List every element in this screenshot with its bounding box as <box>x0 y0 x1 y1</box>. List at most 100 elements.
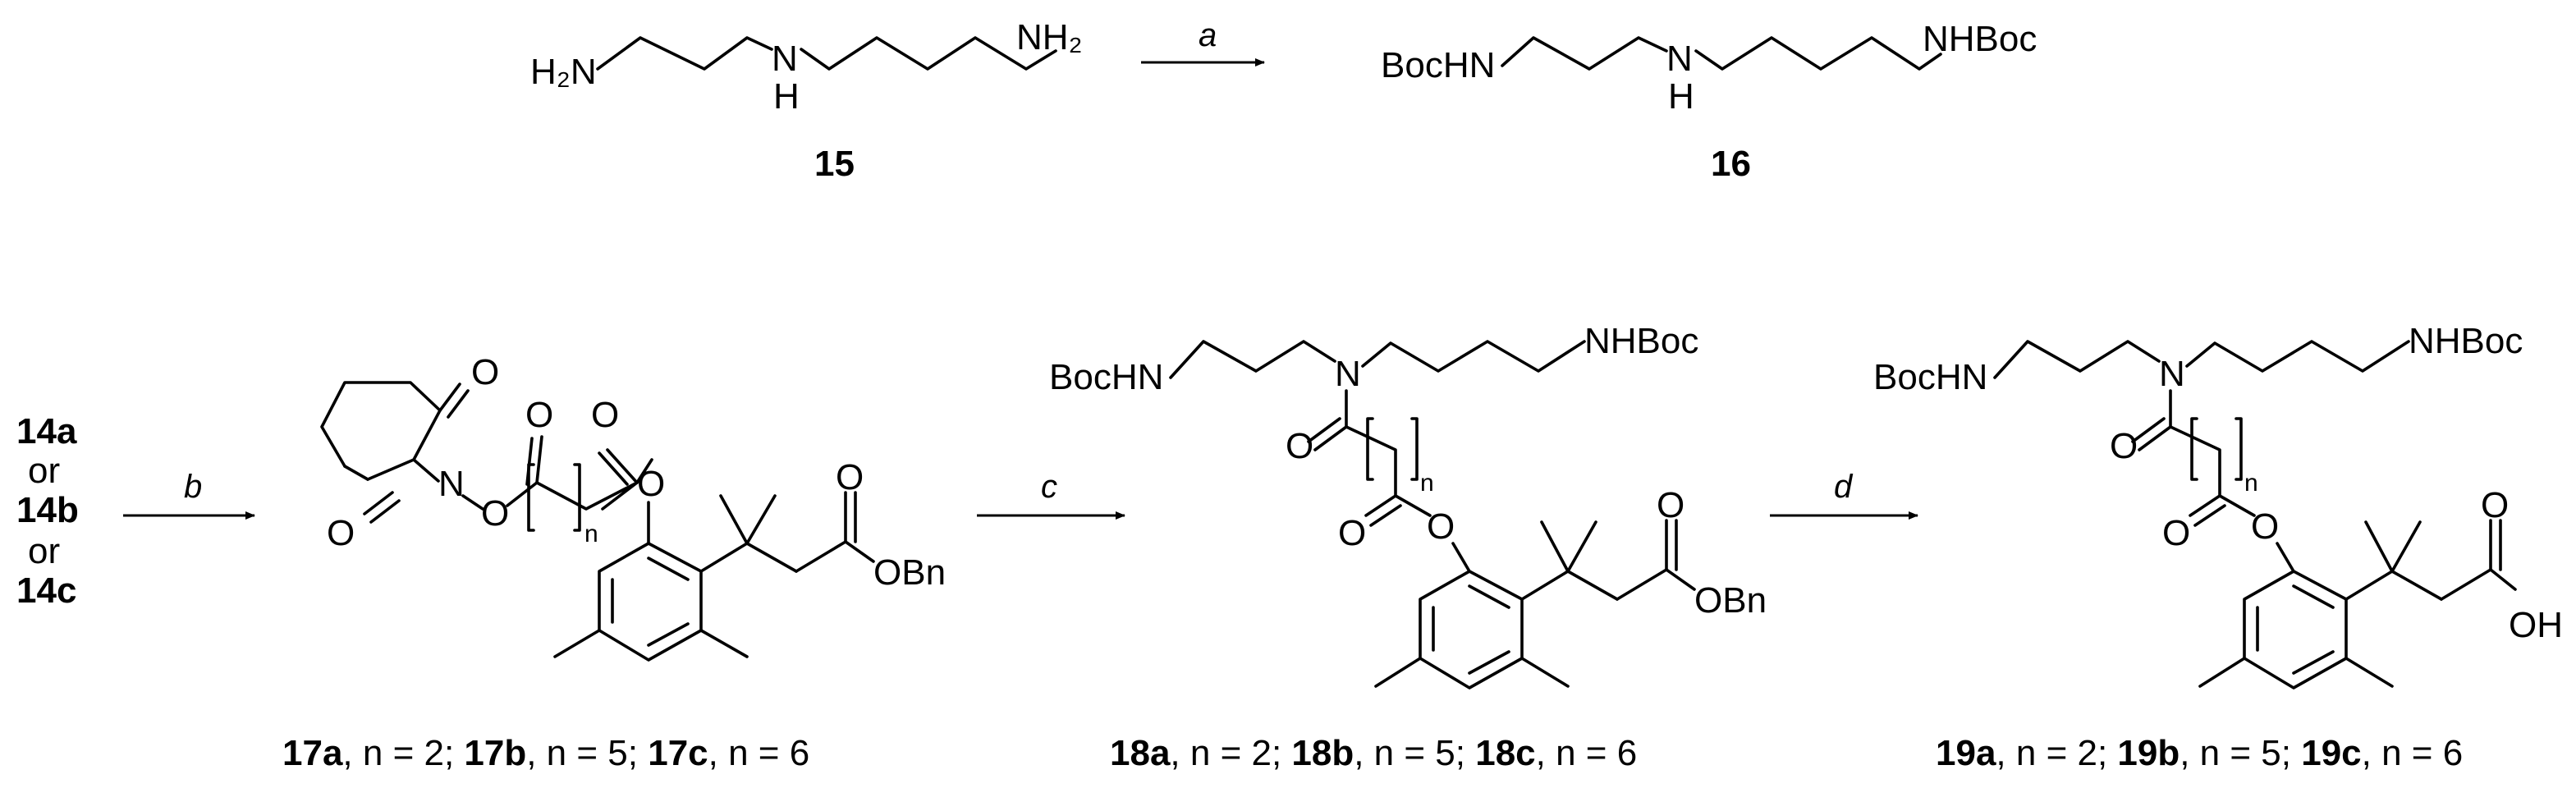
caption-19-part-2: 19b <box>2117 733 2180 773</box>
atom-bochn-19: BocHN <box>1873 357 1987 397</box>
caption-18-text: 18a, n = 2; 18b, n = 5; 18c, n = 6 <box>1110 733 1637 773</box>
atom-h-amine: H <box>773 76 800 117</box>
bonds-butyl <box>800 36 1057 71</box>
caption-18-part-4: 18c <box>1475 733 1535 773</box>
caption-17: 17a, n = 2; 17b, n = 5; 17c, n = 6 <box>282 733 809 773</box>
atom-o-carbonyl-18: O <box>1338 513 1366 553</box>
bonds-butyl-19 <box>2185 340 2410 373</box>
caption-19-part-3: , n = 5; <box>2180 733 2301 773</box>
compound-16: BocHN N H NHBoc 16 <box>1381 19 2037 184</box>
bracket-left-18 <box>1366 417 1374 481</box>
label-14b: 14b <box>16 490 79 530</box>
caption-19-text: 19a, n = 2; 19b, n = 5; 19c, n = 6 <box>1936 733 2463 773</box>
caption-19-part-1: , n = 2; <box>1996 733 2117 773</box>
caption-18-part-3: , n = 5; <box>1354 733 1475 773</box>
caption-17-part-5: , n = 6 <box>708 733 810 773</box>
compound-15: H₂N N H NH₂ 15 <box>530 17 1083 184</box>
atom-nh2: NH₂ <box>1016 17 1083 57</box>
bracket-right-19 <box>2235 417 2243 481</box>
bonds-benzene-18 <box>1419 570 1524 690</box>
atom-o-aryl-ester: O <box>637 464 665 504</box>
text-or-1: or <box>28 451 60 491</box>
caption-18: 18a, n = 2; 18b, n = 5; 18c, n = 6 <box>1110 733 1637 773</box>
atom-h-16: H <box>1668 76 1694 117</box>
bonds-linker-19 <box>2169 425 2256 517</box>
atom-o-ester-1: O <box>481 493 509 534</box>
subscript-n-17: n <box>584 520 598 547</box>
atom-o-aryl-18: O <box>1427 506 1455 547</box>
caption-17-part-2: 17b <box>464 733 526 773</box>
caption-18-part-5: , n = 6 <box>1536 733 1638 773</box>
compound-17: O O N O O n O O O O <box>320 352 946 662</box>
bonds-butyl-16 <box>1694 36 1942 71</box>
atom-h2n: H₂N <box>530 52 597 92</box>
condition-c: c <box>1041 469 1057 505</box>
caption-19-part-0: 19a <box>1936 733 1996 773</box>
bracket-left-17 <box>527 463 535 532</box>
arrow-b: b <box>123 469 255 520</box>
caption-19-part-4: 19c <box>2301 733 2361 773</box>
subscript-n-19: n <box>2244 470 2258 497</box>
caption-17-part-1: , n = 2; <box>342 733 464 773</box>
bracket-right-17 <box>573 463 581 532</box>
atom-oh-19: OH <box>2509 605 2563 645</box>
compound-18: BocHN N NHBoc O n O O O OBn <box>1049 321 1767 690</box>
caption-17-part-3: , n = 5; <box>526 733 648 773</box>
label-14a: 14a <box>16 411 77 451</box>
bracket-right-18 <box>1410 417 1419 481</box>
atom-bochn-16: BocHN <box>1381 45 1495 85</box>
text-or-2: or <box>28 531 60 571</box>
atom-o-carbonyl-3: O <box>836 457 864 497</box>
bonds-benzene-17 <box>598 542 703 662</box>
bonds-propyl <box>596 36 773 71</box>
bonds-linker-17 <box>535 481 639 511</box>
label-15: 15 <box>814 144 855 184</box>
bonds-benzene-19 <box>2243 570 2348 690</box>
bonds-succinimide <box>320 381 442 481</box>
atom-bochn-18: BocHN <box>1049 357 1163 397</box>
atom-o-carbonyl-2: O <box>591 395 619 435</box>
bonds-propyl-19 <box>1993 340 2161 379</box>
atom-o-amide-19: O <box>2110 426 2138 466</box>
bonds-propyl-16 <box>1501 36 1668 71</box>
label-16: 16 <box>1711 144 1751 184</box>
caption-18-part-2: 18b <box>1291 733 1354 773</box>
atom-n-amine: N <box>772 39 798 79</box>
condition-a: a <box>1199 17 1217 53</box>
condition-b: b <box>184 469 202 505</box>
atom-o-aryl-19: O <box>2251 506 2279 547</box>
atom-o-carbonyl-18b: O <box>1657 485 1684 525</box>
atom-nhboc-16: NHBoc <box>1923 19 2037 59</box>
atom-n-19: N <box>2159 354 2185 394</box>
atom-o-amide-18: O <box>1286 426 1313 466</box>
caption-18-part-1: , n = 2; <box>1170 733 1291 773</box>
arrow-a: a <box>1141 17 1265 66</box>
subscript-n-18: n <box>1420 470 1434 497</box>
atom-n-succ: N <box>438 464 465 504</box>
atom-o-carbonyl-1: O <box>525 395 553 435</box>
atom-o-carbonyl-19: O <box>2162 513 2190 553</box>
caption-17-part-4: 17c <box>648 733 708 773</box>
caption-19: 19a, n = 2; 19b, n = 5; 19c, n = 6 <box>1936 733 2463 773</box>
bonds-propyl-18 <box>1169 340 1336 379</box>
condition-d: d <box>1834 469 1854 505</box>
atom-o-carbonyl-19b: O <box>2481 485 2509 525</box>
atom-n-16: N <box>1666 39 1693 79</box>
starting-materials-14: 14a or 14b or 14c <box>16 411 79 611</box>
atom-nhboc-19: NHBoc <box>2409 321 2523 361</box>
atom-obn-17: OBn <box>873 552 946 593</box>
compound-19: BocHN N NHBoc O n O O O OH <box>1873 321 2563 690</box>
arrow-c: c <box>977 469 1125 520</box>
bonds-linker-18 <box>1345 425 1432 517</box>
arrow-d: d <box>1770 469 1918 520</box>
atom-o-succ-top: O <box>471 352 499 392</box>
caption-17-text: 17a, n = 2; 17b, n = 5; 17c, n = 6 <box>282 733 809 773</box>
bracket-left-19 <box>2190 417 2198 481</box>
atom-obn-18: OBn <box>1694 580 1767 621</box>
label-14c: 14c <box>16 570 76 611</box>
caption-17-part-0: 17a <box>282 733 343 773</box>
atom-n-18: N <box>1335 354 1361 394</box>
caption-18-part-0: 18a <box>1110 733 1171 773</box>
caption-19-part-5: , n = 6 <box>2362 733 2464 773</box>
